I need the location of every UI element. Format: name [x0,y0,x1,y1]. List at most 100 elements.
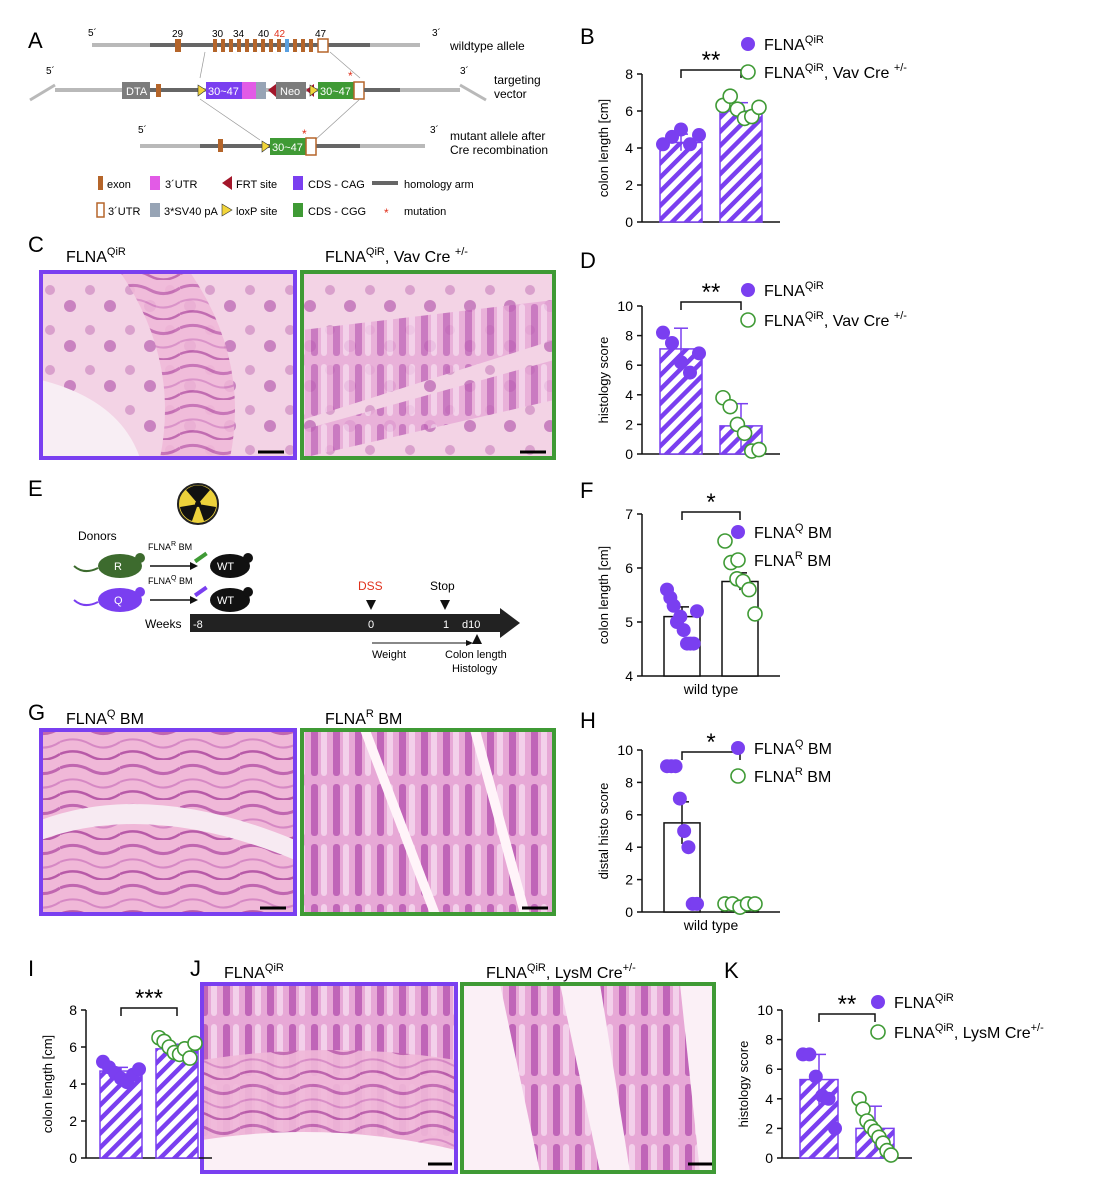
legend-label: FLNAQ BM [754,738,832,758]
legend-homology: homology arm [404,179,474,191]
y-tick-label: 0 [765,1150,773,1166]
y-tick-label: 2 [625,872,633,888]
panel-label-j: J [190,956,201,981]
significance-label: ** [838,991,857,1018]
panel-g-micrographs: FLNAQ BM FLNAR BM [39,708,556,916]
bar-group2 [155,1048,199,1159]
y-tick-label: 10 [617,298,633,314]
tick-1: 1 [443,619,449,631]
tick-d10: d10 [462,619,480,631]
y-tick-label: 6 [765,1061,773,1077]
data-point [674,355,688,370]
mouse-r-label: R [114,561,122,573]
panel-label-g: G [28,700,45,725]
legend-label: FLNAQiR [764,280,824,300]
y-tick-label: 4 [765,1091,773,1107]
mouse-wt-2 [210,588,250,612]
legend-mutation-icon: * [384,206,389,220]
j-right-title: FLNAQiR, LysM Cre+/- [486,962,636,982]
legend-marker [741,283,755,297]
panel-label-a: A [28,28,43,53]
loxp-mut [261,140,271,153]
g-left-frame [39,728,297,916]
mut-label-2: Cre recombination [450,143,548,157]
data-point [672,791,687,806]
legend-mutation: mutation [404,206,446,218]
y-axis-label: colon length [cm] [40,1035,55,1133]
legend-label: FLNAQ BM [754,522,832,542]
mutation-star-mut: * [302,127,307,141]
y-axis-label: colon length [cm] [596,546,611,644]
y-tick-label: 4 [625,668,633,684]
bar-group1 [659,141,703,223]
panel-label-b: B [580,24,595,49]
neo-label: Neo [280,86,300,98]
exon-cluster [213,38,329,53]
y-axis-label: histology score [596,337,611,424]
y-tick-label: 2 [625,177,633,193]
wt-3prime: 3´ [432,27,441,39]
flnar-bm-label: FLNAR BM [148,541,192,552]
panel-e-scheme: Donors FLNAR BM R WT FLNAQ BM Q WT Weeks… [73,483,520,675]
tick-neg8: -8 [193,619,203,631]
donors-label: Donors [78,529,117,543]
legend-label: FLNAQiR, Vav Cre +/- [764,310,907,330]
y-tick-label: 4 [625,839,633,855]
cds-cgg-box [318,82,354,99]
data-point [690,896,704,911]
c-left-frame [39,270,297,460]
significance-label: ** [702,47,721,74]
c-left-title: FLNAQiR [66,246,126,266]
data-point [747,896,763,912]
y-tick-label: 2 [765,1120,773,1136]
legend-utr-icon [150,176,160,190]
legend-marker [731,741,745,755]
legend-label: FLNAQiR, Vav Cre +/- [764,62,907,82]
data-point [677,824,692,838]
legend-label: FLNAQiR, LysM Cre+/- [894,1022,1044,1042]
y-tick-label: 8 [69,1002,77,1018]
panel-a-legend: exon 3´UTR FRT site CDS - CAG homology a… [96,176,474,220]
y-tick-label: 6 [625,560,633,576]
legend-loxp-icon [221,203,233,217]
tv-label-2: vector [494,87,527,101]
data-point [665,336,679,350]
data-point [808,1069,823,1084]
legend-exon-icon [98,176,103,190]
significance-label: ** [702,279,721,306]
cds-cag-box [206,82,242,99]
y-tick-label: 0 [625,446,633,462]
legend-cag-icon [293,176,303,190]
mut-cds-label: 30~47 [272,142,303,154]
data-point [182,1050,198,1066]
y-axis-label: histology score [736,1041,751,1128]
c-right-frame [300,270,556,460]
exon-number-47: 47 [315,29,327,40]
legend-frt-icon [222,176,232,190]
bar-group2 [719,110,763,223]
sv40-box [256,82,266,99]
data-point [741,581,757,598]
y-tick-label: 2 [69,1113,77,1129]
y-tick-label: 10 [617,742,633,758]
legend-utr-open: 3´UTR [108,206,140,218]
panel-j-micrographs: FLNAQiR FLNAQiR, LysM Cre+/- [200,962,716,1174]
significance-bracket [120,1007,178,1016]
data-point [690,604,704,619]
legend-marker [741,37,755,51]
data-point [673,609,688,624]
histology-label: Histology [452,663,498,675]
exon-number-42: 42 [274,29,286,40]
data-point [722,88,739,104]
y-tick-label: 0 [69,1150,77,1166]
data-point [686,636,701,651]
colon-length-label: Colon length [445,649,507,661]
data-point [668,759,683,774]
legend-label: FLNAR BM [754,766,831,786]
panel-a-diagram: 5´ 3´ 29 30 34 40 42 47 wildtype allele [29,27,548,220]
syringe-icon [193,551,208,564]
